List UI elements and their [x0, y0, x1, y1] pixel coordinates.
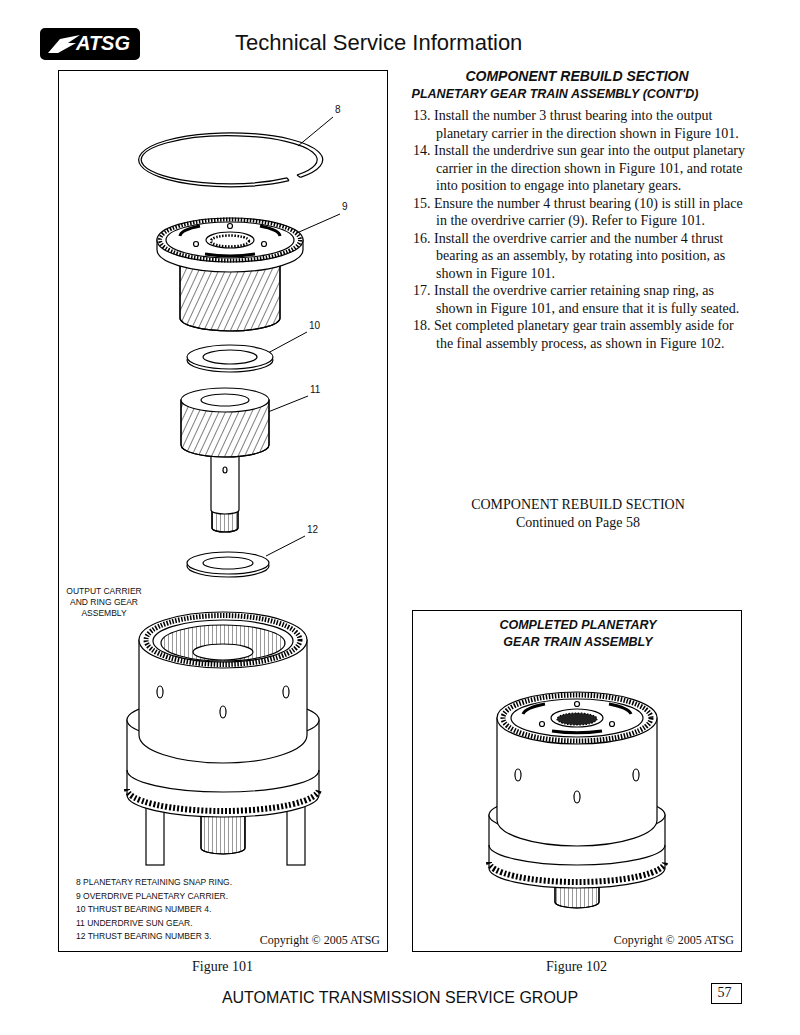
continuation-note: Continued on Page 58: [516, 515, 640, 531]
parts-list-item: 8 PLANETARY RETAINING SNAP RING.: [76, 876, 232, 890]
instruction-step: 14. Install the underdrive sun gear into…: [413, 142, 749, 195]
callout-number: 11: [310, 384, 320, 395]
page-footer: AUTOMATIC TRANSMISSION SERVICE GROUP: [222, 989, 578, 1007]
logo-box: ATSG: [40, 28, 140, 60]
overdrive-carrier: [157, 218, 303, 331]
instruction-step: 13. Install the number 3 thrust bearing …: [413, 107, 749, 142]
sun-gear: [181, 388, 269, 532]
instruction-step: 16. Install the overdrive carrier and th…: [413, 230, 749, 283]
parts-list-item: 9 OVERDRIVE PLANETARY CARRIER.: [76, 890, 228, 904]
instruction-step: 15. Ensure the number 4 thrust bearing (…: [413, 195, 749, 230]
completed-assembly: [489, 692, 665, 908]
figure-panel: COMPLETED PLANETARY GEAR TRAIN ASSEMBLY C…: [412, 610, 742, 952]
instruction-step: 18. Set completed planetary gear train a…: [413, 317, 749, 352]
figure-caption: Figure 102: [546, 959, 607, 975]
figure-caption: Figure 101: [192, 959, 253, 975]
panel-heading: COMPLETED PLANETARY GEAR TRAIN ASSEMBLY: [483, 617, 673, 651]
continuation-note: COMPONENT REBUILD SECTION: [471, 497, 685, 513]
figure-panel: Copyright © 2005 ATSGFigure 101: [58, 70, 388, 952]
part-label: OUTPUT CARRIER AND RING GEAR ASSEMBLY: [62, 586, 146, 619]
copyright: Copyright © 2005 ATSG: [614, 933, 734, 948]
logo-text: ATSG: [76, 32, 130, 55]
callout-number: 12: [307, 524, 318, 535]
output-carrier: [127, 612, 319, 865]
thrust-bearing: [187, 552, 269, 577]
page-title: Technical Service Information: [235, 30, 522, 56]
callout-number: 10: [309, 320, 320, 331]
snap-ring: [139, 133, 323, 187]
instruction-step: 17. Install the overdrive carrier retain…: [413, 282, 749, 317]
thrust-bearing: [187, 345, 273, 372]
page-number: 57: [718, 985, 732, 1001]
parts-list-item: 11 UNDERDRIVE SUN GEAR.: [76, 917, 193, 931]
logo-bird: [48, 35, 80, 53]
page-number-box: 57: [711, 983, 742, 1004]
section-heading: COMPONENT REBUILD SECTION: [465, 68, 688, 84]
section-subheading: PLANETARY GEAR TRAIN ASSEMBLY (CONT'D): [412, 87, 699, 101]
parts-list-item: 12 THRUST BEARING NUMBER 3.: [76, 930, 211, 944]
callout-number: 9: [342, 201, 348, 212]
copyright: Copyright © 2005 ATSG: [260, 933, 380, 948]
callout-number: 8: [335, 104, 341, 115]
parts-list-item: 10 THRUST BEARING NUMBER 4.: [76, 903, 211, 917]
